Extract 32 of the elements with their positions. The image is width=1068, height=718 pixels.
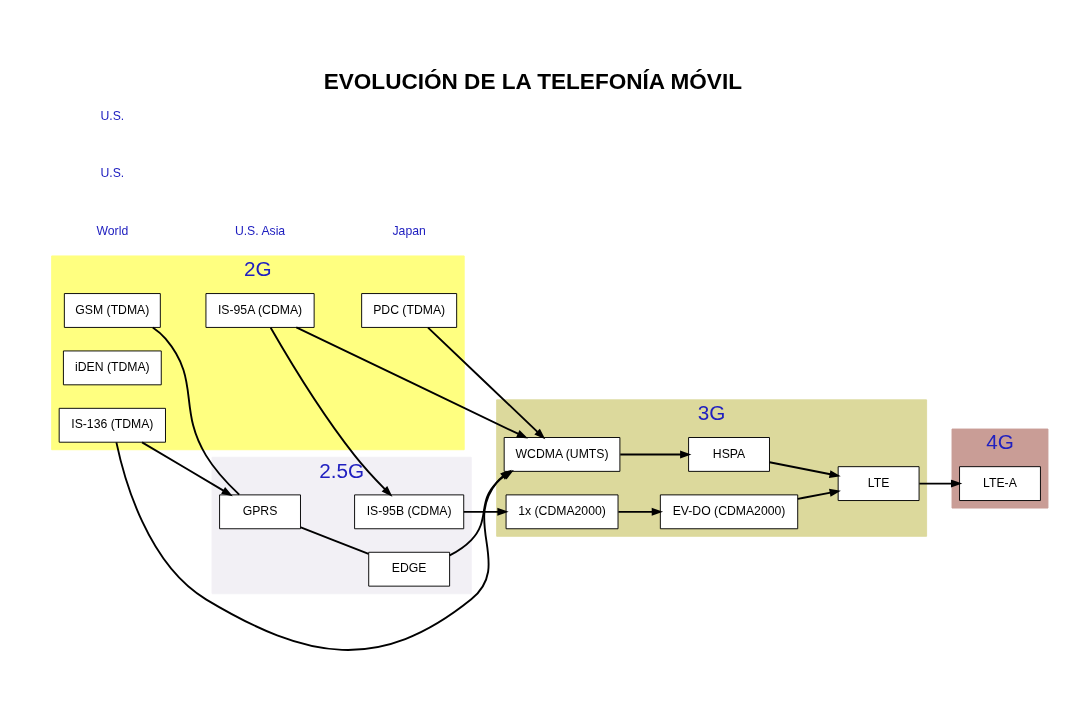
node-box: EDGE xyxy=(368,551,451,587)
arrow xyxy=(796,488,841,500)
node-box: LTE xyxy=(837,466,920,501)
node-box: 1x (CDMA2000) xyxy=(505,494,619,530)
arrow xyxy=(295,326,529,439)
label: U.S. xyxy=(100,108,125,123)
node-box: EV-DO (CDMA2000) xyxy=(659,494,799,530)
node-box: IS-95A (CDMA) xyxy=(205,293,315,328)
node-box: GSM (TDMA) xyxy=(63,293,161,328)
arrow xyxy=(427,326,546,440)
label: World xyxy=(96,223,129,238)
node-box: HSPA xyxy=(688,437,770,472)
node-box: IS-95B (CDMA) xyxy=(354,494,465,530)
arrow xyxy=(462,507,509,516)
label: U.S. xyxy=(100,166,125,181)
node-box: LTE-A xyxy=(959,466,1041,501)
node-box: WCDMA (UMTS) xyxy=(503,437,621,472)
node-box: iDEN (TDMA) xyxy=(62,350,162,386)
arrow xyxy=(918,479,963,488)
arrow xyxy=(141,441,233,497)
arrow xyxy=(269,326,393,497)
connector xyxy=(151,326,241,496)
label: Japan xyxy=(392,223,426,238)
diagram-title: EVOLUCIÓN DE LA TELEFONÍA MÓVIL xyxy=(323,68,742,94)
label: U.S. Asia xyxy=(234,223,286,238)
arrow xyxy=(619,450,692,459)
node-box: IS-136 (TDMA) xyxy=(58,407,166,443)
node-box: GPRS xyxy=(219,494,301,530)
connector xyxy=(299,526,370,555)
arrow xyxy=(617,507,664,516)
node-box: PDC (TDMA) xyxy=(361,293,458,328)
arrow xyxy=(768,461,841,478)
